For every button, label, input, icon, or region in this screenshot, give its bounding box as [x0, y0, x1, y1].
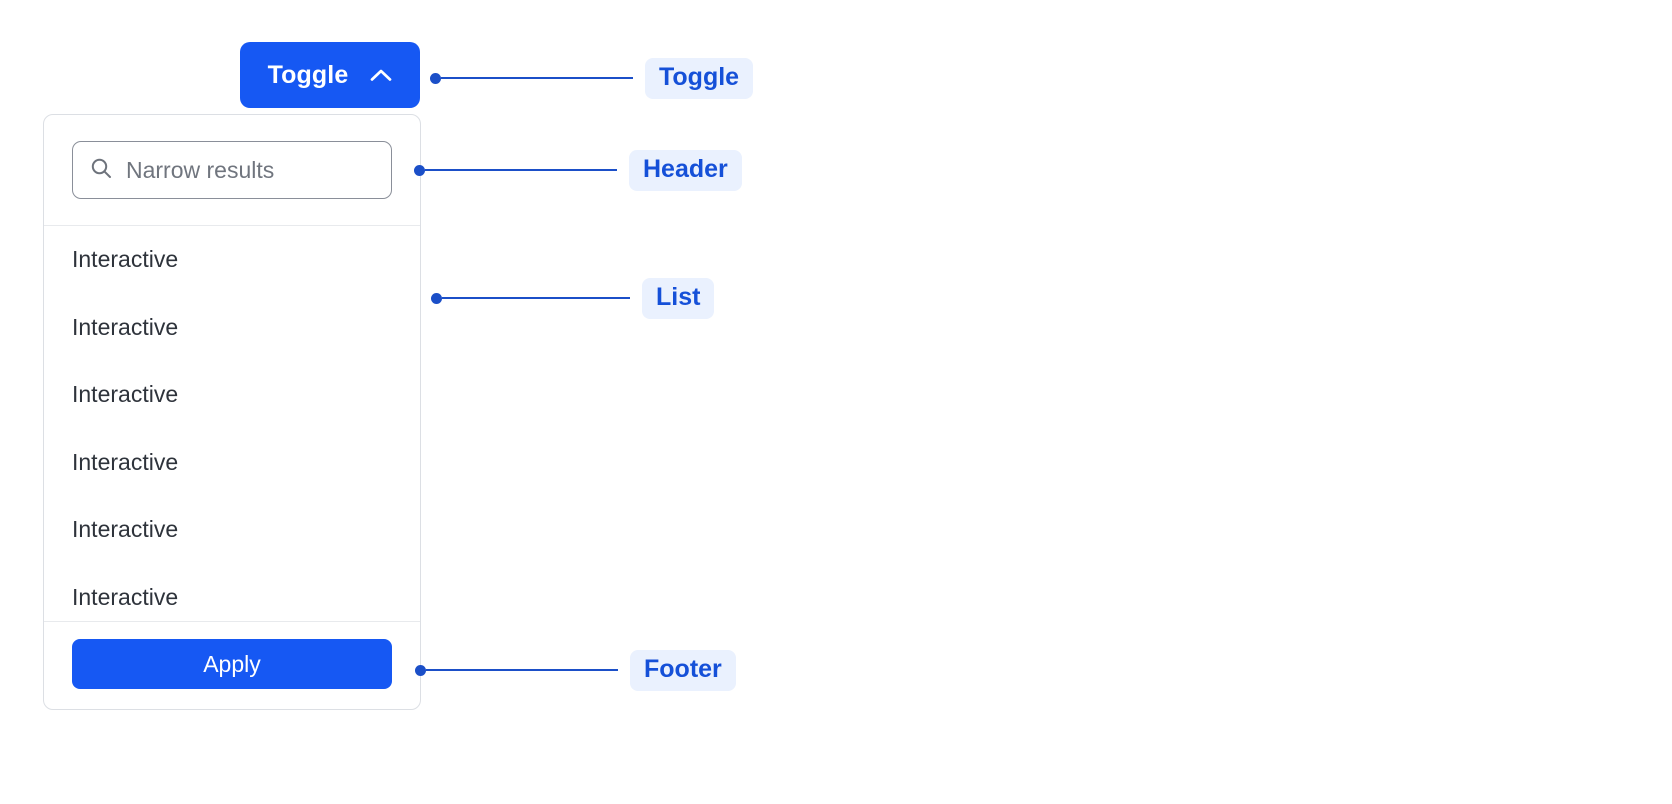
- search-input[interactable]: [126, 156, 375, 184]
- list-item-label: Interactive: [72, 246, 179, 273]
- list-item[interactable]: Interactive: [44, 226, 420, 294]
- list-item[interactable]: Interactive: [44, 294, 420, 362]
- search-icon: [89, 156, 113, 185]
- dropdown-header: [44, 115, 420, 226]
- annotation-dot-icon: [430, 72, 441, 84]
- annotation-label: List: [642, 277, 715, 319]
- list-item[interactable]: Interactive: [44, 496, 420, 564]
- list-item-label: Interactive: [72, 516, 179, 543]
- apply-button[interactable]: Apply: [72, 639, 392, 689]
- annotation-dot-icon: [431, 292, 442, 304]
- annotation-dot-icon: [414, 164, 425, 176]
- annotation-leader-line: [425, 168, 617, 172]
- annotation-label: Header: [629, 149, 742, 191]
- list-item-label: Interactive: [72, 583, 179, 610]
- chevron-up-icon: [370, 68, 392, 82]
- toggle-button-label: Toggle: [267, 60, 349, 89]
- annotation-leader-line: [442, 296, 630, 300]
- dropdown-footer: Apply: [44, 621, 420, 709]
- annotation-leader-line: [441, 76, 633, 80]
- annotation-label: Toggle: [645, 57, 754, 99]
- annotation-label: Footer: [630, 649, 736, 691]
- list-item[interactable]: Interactive: [44, 429, 420, 497]
- search-field[interactable]: [72, 141, 392, 199]
- annotation-leader-line: [426, 668, 618, 672]
- list-item[interactable]: Interactive: [44, 361, 420, 429]
- list-item-label: Interactive: [72, 381, 179, 408]
- toggle-button[interactable]: Toggle: [240, 42, 420, 108]
- dropdown-panel: Interactive Interactive Interactive Inte…: [43, 114, 421, 710]
- list-item-label: Interactive: [72, 448, 179, 475]
- list-item[interactable]: Interactive: [44, 564, 420, 622]
- dropdown-list: Interactive Interactive Interactive Inte…: [44, 226, 420, 621]
- annotation-dot-icon: [415, 664, 426, 676]
- list-item-label: Interactive: [72, 313, 179, 340]
